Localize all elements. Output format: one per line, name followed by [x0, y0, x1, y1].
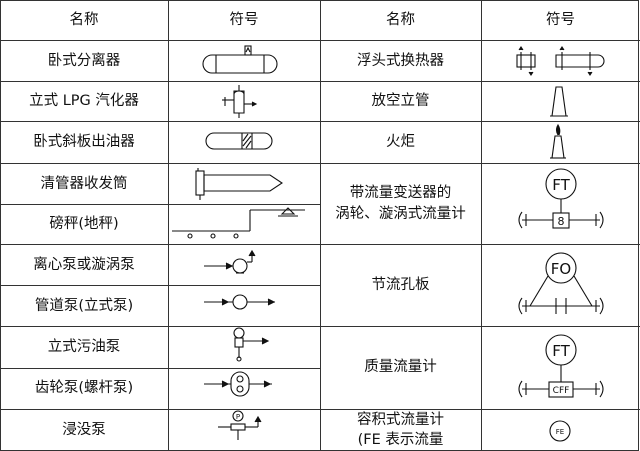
left-name-5: 离心泵或漩涡泵: [33, 257, 135, 273]
mass-flowmeter-icon: [518, 334, 604, 398]
left-name-6: 管道泵(立式泵): [34, 298, 134, 314]
left-name-9: 浸没泵: [62, 422, 106, 438]
vertical-sump-pump-icon: [233, 327, 270, 362]
vertical-lpg-vaporizer-icon: [222, 85, 258, 118]
horizontal-separator-icon: [202, 45, 278, 74]
ft-label-1: FT: [552, 176, 570, 194]
left-name-1: 立式 LPG 汽化器: [29, 93, 139, 109]
right-name-4: 节流孔板: [371, 277, 430, 293]
orifice-plate-icon: [518, 252, 604, 315]
fo-label: FO: [551, 260, 571, 278]
left-name-4: 磅秤(地秤): [49, 216, 119, 232]
header-symbol-left: 符号: [229, 12, 259, 28]
right-name-5: 质量流量计: [364, 359, 437, 375]
right-name-6a: 容积式流量计: [357, 412, 444, 428]
turbine-flowmeter-transmitter-icon: [518, 168, 604, 229]
right-name-2: 火炬: [386, 134, 415, 150]
right-name-3b: 涡轮、漩涡式流量计: [335, 206, 466, 222]
right-name-6b: (FE 表示流量: [357, 432, 444, 448]
header-symbol-right: 符号: [546, 12, 575, 28]
cff-label: CFF: [553, 386, 570, 396]
right-name-0: 浮头式换热器: [357, 53, 444, 69]
left-name-2: 卧式斜板出油器: [33, 134, 135, 150]
submerged-pump-icon: P: [218, 410, 262, 440]
ft-label-2: FT: [552, 342, 570, 360]
inline-pump-icon: [204, 294, 276, 310]
centrifugal-pump-icon: [204, 249, 256, 274]
gear-pump-icon: [204, 371, 272, 397]
pig-launcher-receiver-icon: [195, 168, 283, 200]
left-name-7: 立式污油泵: [47, 339, 121, 355]
svg-text:P: P: [236, 413, 240, 421]
weighbridge-scale-icon: [172, 207, 305, 239]
inclined-plate-oil-outlet-icon: [205, 132, 273, 150]
left-name-0: 卧式分离器: [47, 53, 121, 69]
fe-label: FE: [556, 428, 564, 436]
right-name-1: 放空立管: [371, 93, 430, 109]
turbine-sub-label: 8: [558, 215, 565, 228]
vent-stack-icon: [550, 86, 568, 117]
header-name-right: 名称: [386, 12, 415, 28]
right-name-3a: 带流量变送器的: [349, 185, 452, 201]
positive-displacement-flowmeter-icon: [549, 420, 571, 442]
left-name-8: 齿轮泵(螺杆泵): [34, 380, 134, 396]
floating-head-exchanger-icon: [516, 46, 605, 76]
left-name-3: 清管器收发筒: [40, 176, 128, 192]
header-name-left: 名称: [69, 12, 99, 28]
flare-icon: [550, 123, 566, 159]
